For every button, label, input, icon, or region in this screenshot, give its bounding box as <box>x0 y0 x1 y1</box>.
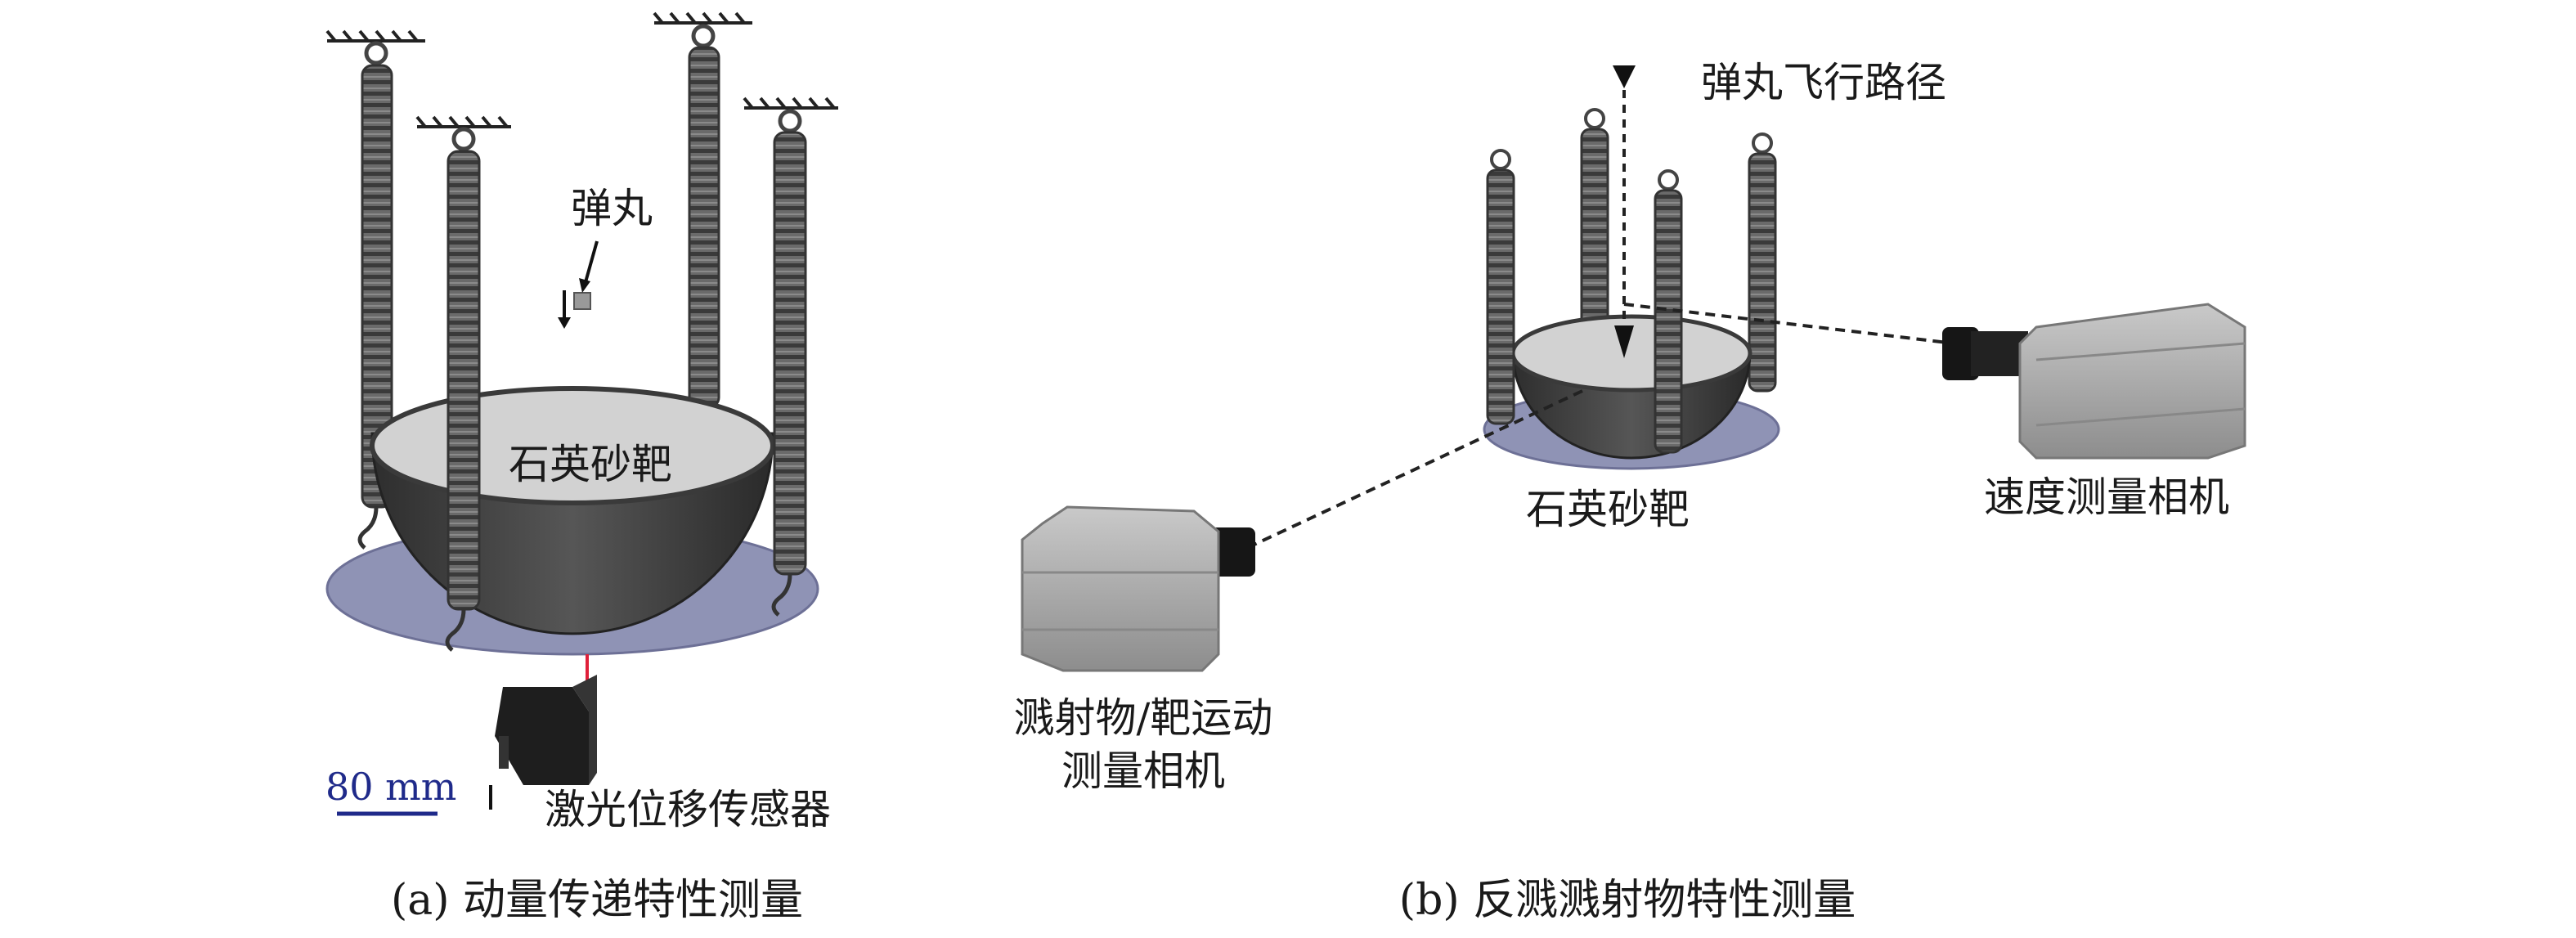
spring-a-front-right <box>771 109 807 617</box>
ejecta-camera-label-line1: 溅射物/靶运动 <box>1014 694 1273 742</box>
ceiling-hatch-a1 <box>325 29 425 43</box>
projectile-pointer-arrow <box>584 240 599 283</box>
ceiling-hatch-a3 <box>415 115 511 128</box>
ejecta-camera-sightline <box>1246 389 1583 550</box>
panel-a: 弹丸 石英砂靶 激光位移传感器 80 mm (a) 动量传递特性测量 <box>325 11 838 925</box>
velocity-camera-sightline <box>1623 303 1955 345</box>
ceiling-hatch-a4 <box>743 96 838 110</box>
velocity-camera-label: 速度测量相机 <box>1984 473 2229 521</box>
velocity-camera-icon <box>1942 303 2246 460</box>
spring-b-front-2 <box>1654 169 1683 454</box>
ejecta-camera-label-line2: 测量相机 <box>1061 747 1225 795</box>
spring-a-back-right <box>688 24 720 409</box>
target-label-a: 石英砂靶 <box>509 441 672 488</box>
ejecta-camera-icon <box>1021 505 1255 672</box>
spring-b-back-2 <box>1748 132 1777 393</box>
spring-a-front-left <box>445 127 481 652</box>
ceiling-hatch-a2 <box>653 11 752 25</box>
target-bowl-b <box>1510 314 1752 460</box>
sensor-label: 激光位移传感器 <box>545 786 831 833</box>
target-label-b: 石英砂靶 <box>1526 486 1690 533</box>
caption-b: (b) 反溅溅射物特性测量 <box>1399 876 1856 925</box>
spring-b-front-1 <box>1486 149 1515 425</box>
panel-b: 弹丸飞行路径 石英砂靶 速度测量相机 溅射物/靶运动 测量相机 (b) 反溅溅射… <box>1014 59 2246 925</box>
scale-bar-label: 80 mm <box>325 765 456 809</box>
projectile-label-a: 弹丸 <box>571 185 653 232</box>
flight-path <box>1613 65 1636 358</box>
spring-a-back-left <box>357 41 393 550</box>
laser-sensor-icon <box>489 675 597 810</box>
caption-a: (a) 动量传递特性测量 <box>391 876 803 925</box>
projectile-a <box>558 240 599 329</box>
flight-path-label: 弹丸飞行路径 <box>1701 59 1946 106</box>
